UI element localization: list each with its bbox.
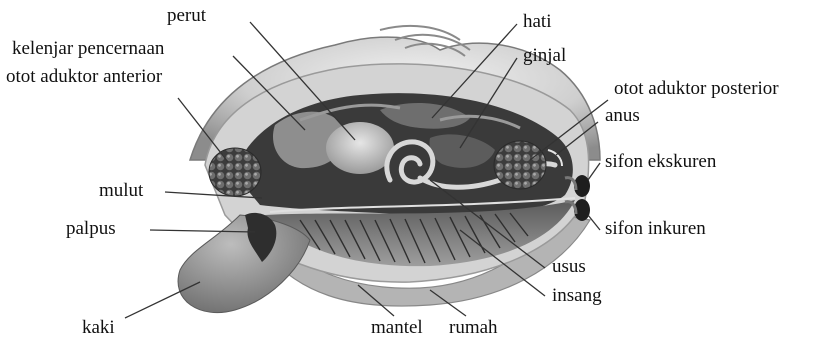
label-ginjal: ginjal — [523, 46, 566, 66]
label-sifon-inkuren: sifon inkuren — [605, 219, 706, 239]
stomach — [326, 122, 394, 174]
label-usus: usus — [552, 257, 586, 277]
anterior-adductor-muscle — [209, 148, 261, 196]
label-mantel: mantel — [371, 318, 423, 338]
label-hati: hati — [523, 12, 552, 32]
leader-sifon-inkuren — [588, 215, 600, 230]
posterior-adductor-muscle — [494, 141, 546, 189]
leader-sifon-ekskuren — [588, 163, 600, 180]
label-rumah: rumah — [449, 318, 498, 338]
label-kaki: kaki — [82, 318, 115, 338]
label-mulut: mulut — [99, 181, 143, 201]
label-palpus: palpus — [66, 219, 116, 239]
label-otot-aduktor-posterior: otot aduktor posterior — [614, 79, 779, 99]
label-insang: insang — [552, 286, 602, 306]
label-otot-aduktor-anterior: otot aduktor anterior — [6, 67, 162, 87]
label-anus: anus — [605, 106, 640, 126]
label-kelenjar-pencernaan: kelenjar pencernaan — [12, 39, 164, 59]
foot — [178, 215, 310, 313]
label-sifon-ekskuren: sifon ekskuren — [605, 152, 716, 172]
label-perut: perut — [167, 6, 206, 26]
